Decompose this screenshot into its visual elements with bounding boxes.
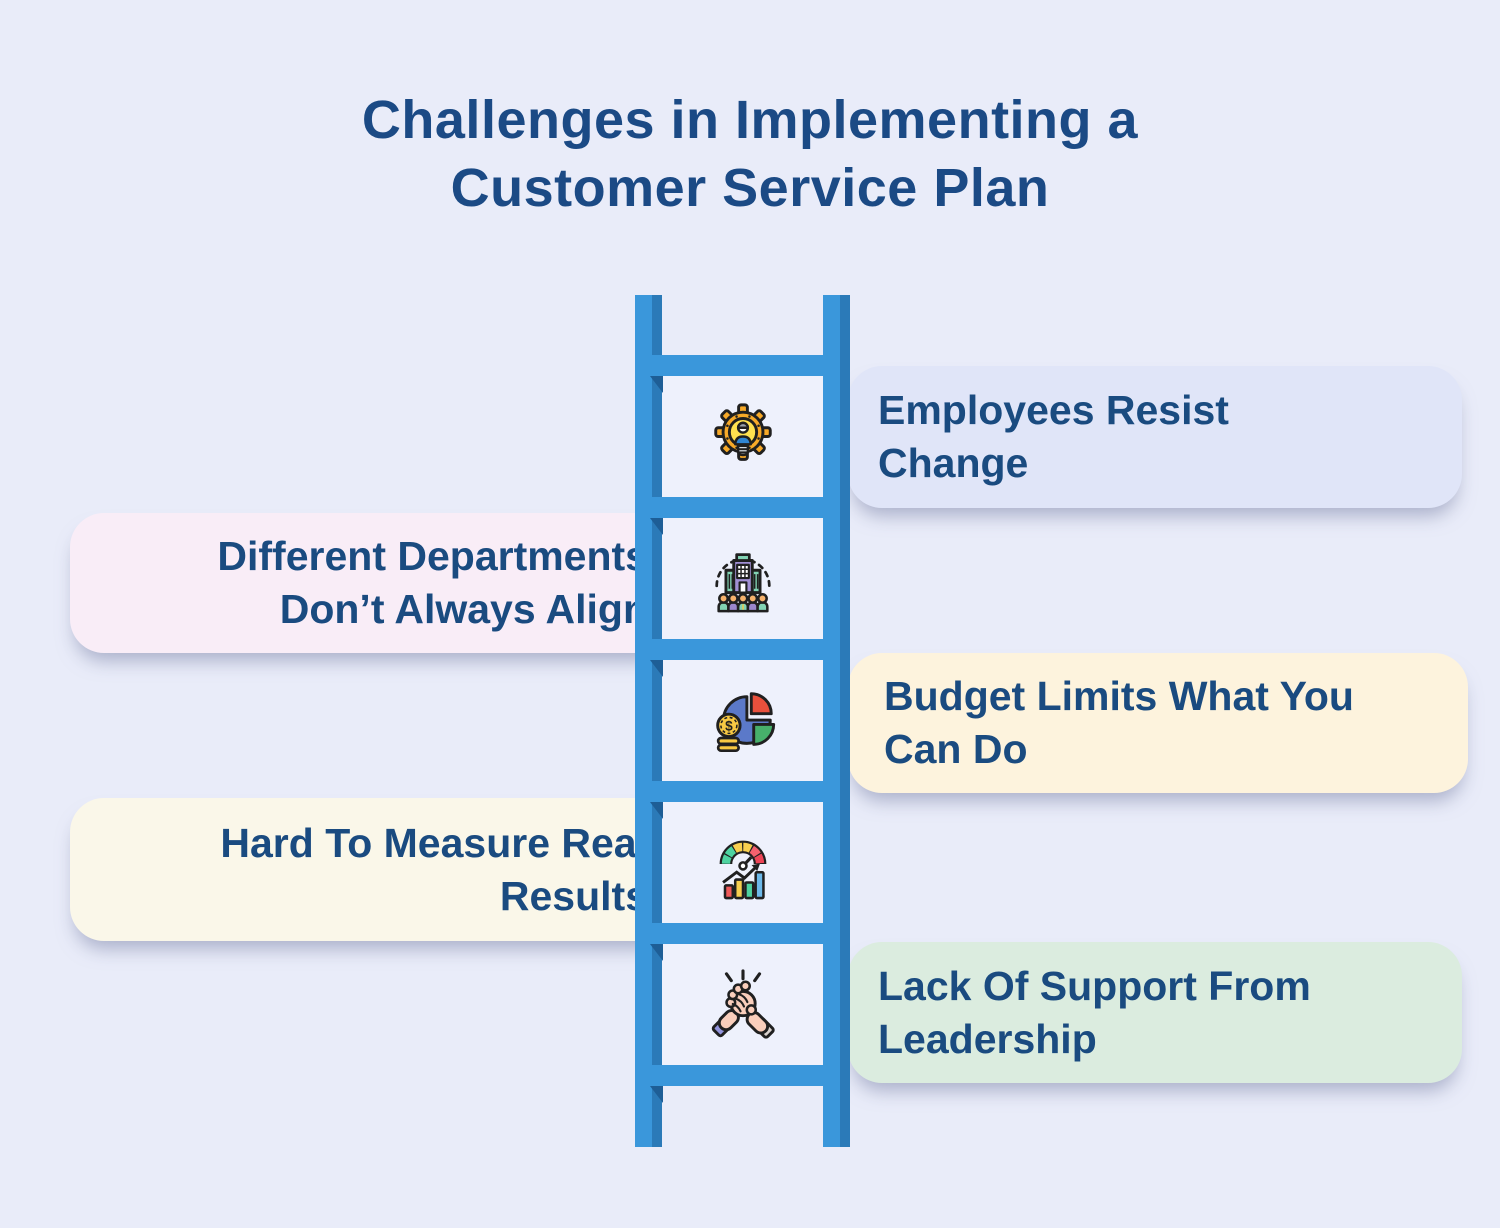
challenge-label: Budget Limits What You Can Do [884, 673, 1354, 772]
challenge-label: Lack Of Support From Leadership [878, 962, 1311, 1062]
ladder-rung [650, 781, 838, 802]
challenge-label: Employees Resist Change [878, 387, 1229, 486]
ladder-rung [650, 639, 838, 660]
ladder-cell-4 [662, 802, 823, 923]
ladder-right-rail [823, 295, 850, 1147]
challenge-label: Different Departments Don’t Always Align [217, 533, 648, 632]
ladder-rung [650, 497, 838, 518]
ladder-rung [650, 355, 838, 376]
challenge-box-employees-resist-change: Employees Resist Change [848, 366, 1462, 508]
ladder-cell-2 [662, 518, 823, 639]
ladder-cell-3: $ [662, 660, 823, 781]
challenge-box-budget-limits: Budget Limits What You Can Do [848, 653, 1468, 793]
ladder-rung [650, 923, 838, 944]
budget-pie-coins-icon: $ [715, 691, 775, 752]
svg-text:$: $ [725, 718, 733, 733]
challenge-label: Hard To Measure Real Results [220, 819, 648, 919]
handshake-icon [711, 968, 775, 1039]
page-title: Challenges in Implementing a Customer Se… [361, 90, 1139, 218]
challenge-box-departments-dont-align: Different Departments Don’t Always Align [70, 513, 674, 653]
ladder-left-rail [635, 295, 662, 1147]
organization-building-icon [714, 552, 771, 612]
ladder-cell-5 [662, 944, 823, 1065]
ladder-rung [650, 1065, 838, 1086]
challenge-box-hard-to-measure: Hard To Measure Real Results [70, 798, 674, 941]
gear-person-bulb-icon [713, 402, 772, 461]
ladder-cell-1 [662, 376, 823, 497]
challenge-box-lack-of-support: Lack Of Support From Leadership [848, 942, 1462, 1083]
gauge-growth-icon [719, 840, 766, 899]
